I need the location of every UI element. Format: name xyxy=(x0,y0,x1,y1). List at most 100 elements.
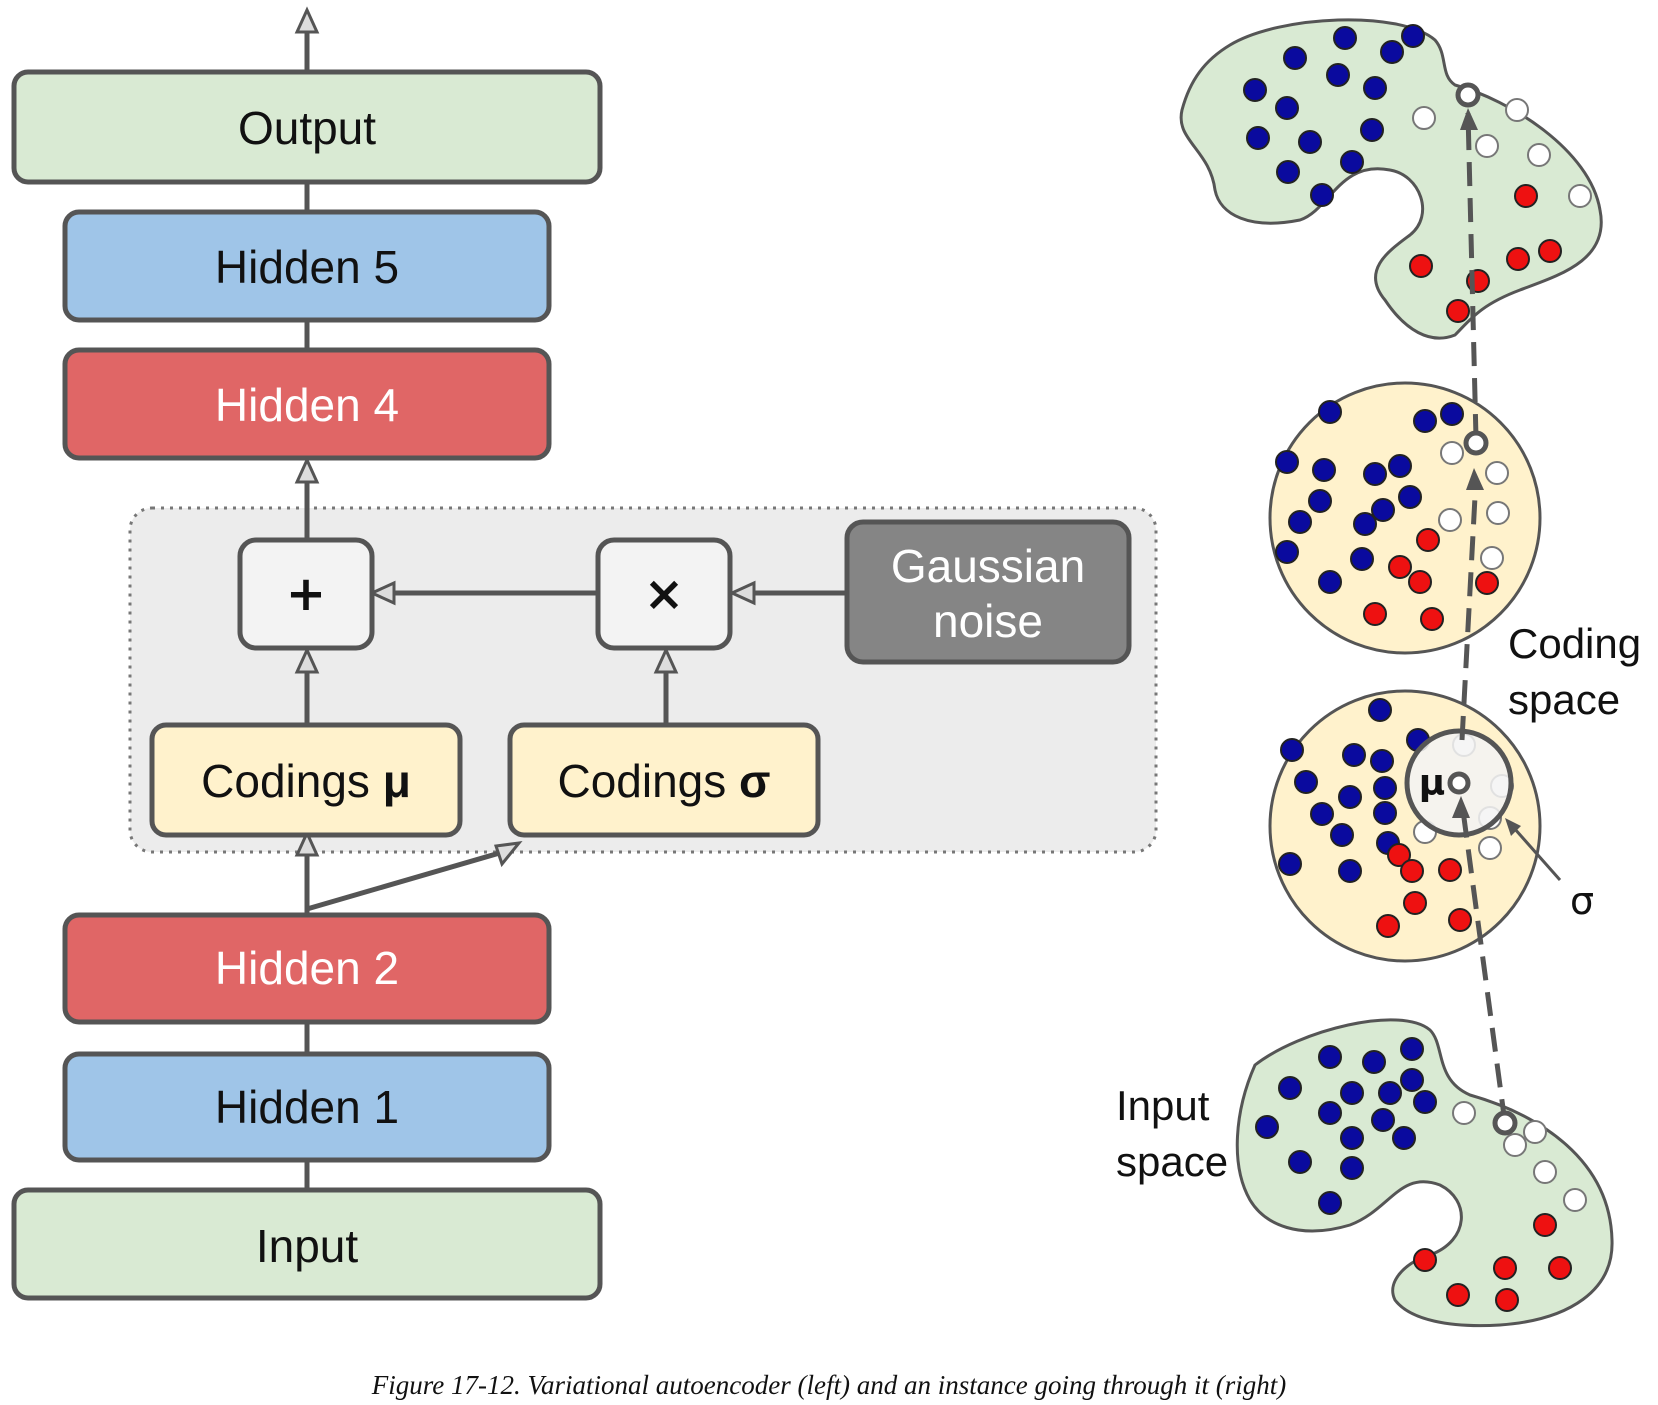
times-operation: × xyxy=(595,537,733,651)
blue-data-point xyxy=(1413,409,1437,433)
blue-data-point xyxy=(1280,738,1304,762)
red-data-point xyxy=(1538,239,1562,263)
blue-data-point xyxy=(1363,462,1387,486)
blue-data-point xyxy=(1318,1045,1342,1069)
noise-label-line2: noise xyxy=(933,595,1043,647)
red-data-point xyxy=(1446,1283,1470,1307)
white-data-point xyxy=(1533,1160,1557,1184)
red-data-point xyxy=(1416,528,1440,552)
blue-data-point xyxy=(1413,1090,1437,1114)
white-data-point xyxy=(1486,501,1510,525)
red-data-point xyxy=(1475,571,1499,595)
red-data-point xyxy=(1495,1288,1519,1312)
plus-operation: + xyxy=(237,537,375,651)
blue-data-point xyxy=(1294,770,1318,794)
blue-data-point xyxy=(1338,785,1362,809)
white-data-point xyxy=(1568,184,1592,208)
blue-data-point xyxy=(1330,823,1354,847)
input-label: Input xyxy=(256,1220,359,1272)
red-data-point xyxy=(1400,859,1424,883)
mu-label: μ xyxy=(1419,763,1446,804)
blue-data-point xyxy=(1370,749,1394,773)
plus-symbol: + xyxy=(286,566,326,622)
red-data-point xyxy=(1438,858,1462,882)
blue-data-point xyxy=(1440,402,1464,426)
red-data-point xyxy=(1533,1213,1557,1237)
hidden5-layer: Hidden 5 xyxy=(62,209,552,323)
blue-data-point xyxy=(1388,454,1412,478)
white-data-point xyxy=(1438,508,1462,532)
blue-data-point xyxy=(1278,1076,1302,1100)
codings-mu-label: Codings μ xyxy=(201,755,411,807)
hidden2-layer: Hidden 2 xyxy=(62,912,552,1025)
blue-data-point xyxy=(1288,1150,1312,1174)
red-data-point xyxy=(1548,1256,1572,1280)
blue-data-point xyxy=(1373,801,1397,825)
noise-label-line1: Gaussian xyxy=(891,540,1085,592)
red-data-point xyxy=(1376,914,1400,938)
hidden4-label: Hidden 4 xyxy=(215,379,399,431)
sigma-symbol: σ xyxy=(739,755,770,807)
input-space-label-line1: Input xyxy=(1116,1082,1210,1129)
instance-markers xyxy=(1447,82,1518,1136)
white-data-point xyxy=(1503,1133,1527,1157)
blue-data-point xyxy=(1401,24,1425,48)
output-layer: Output xyxy=(11,69,603,185)
red-data-point xyxy=(1387,843,1411,867)
blue-data-point xyxy=(1371,498,1395,522)
blue-data-point xyxy=(1363,76,1387,100)
blue-data-point xyxy=(1368,698,1392,722)
blue-data-point xyxy=(1371,1108,1395,1132)
blue-data-point xyxy=(1340,1081,1364,1105)
white-data-point xyxy=(1505,98,1529,122)
blue-data-point xyxy=(1362,1050,1386,1074)
white-data-point xyxy=(1452,1101,1476,1125)
red-data-point xyxy=(1409,254,1433,278)
red-data-point xyxy=(1403,891,1427,915)
red-data-point xyxy=(1493,1256,1517,1280)
white-data-point xyxy=(1480,546,1504,570)
blue-data-point xyxy=(1353,512,1377,536)
red-data-point xyxy=(1388,555,1412,579)
blue-data-point xyxy=(1275,96,1299,120)
blue-data-point xyxy=(1288,510,1312,534)
data-points xyxy=(1243,24,1592,1312)
white-data-point xyxy=(1478,836,1502,860)
coding-space-label-line2: space xyxy=(1508,676,1620,723)
sigma-pointer-line xyxy=(1512,827,1562,881)
network-arrowheads xyxy=(294,6,756,868)
blue-data-point xyxy=(1378,1081,1402,1105)
blue-data-point xyxy=(1298,130,1322,154)
white-data-point xyxy=(1527,143,1551,167)
blue-data-point xyxy=(1255,1115,1279,1139)
red-data-point xyxy=(1420,607,1444,631)
blue-data-point xyxy=(1342,743,1366,767)
blue-data-point xyxy=(1340,150,1364,174)
output-label: Output xyxy=(238,102,376,154)
input-space-label-line2: space xyxy=(1116,1138,1228,1185)
blue-data-point xyxy=(1275,540,1299,564)
coding-space-label-line1: Coding xyxy=(1508,620,1641,667)
blue-data-point xyxy=(1326,63,1350,87)
gaussian-noise-box: Gaussian noise xyxy=(844,519,1132,665)
blue-data-point xyxy=(1360,118,1384,142)
blue-data-point xyxy=(1392,1126,1416,1150)
red-data-point xyxy=(1413,1248,1437,1272)
white-data-point xyxy=(1440,441,1464,465)
white-data-point xyxy=(1523,1120,1547,1144)
codings-sigma-label: Codings σ xyxy=(557,755,770,807)
coding-space-circle-2 xyxy=(1268,689,1542,963)
blue-data-point xyxy=(1400,1068,1424,1092)
hidden5-label: Hidden 5 xyxy=(215,241,399,293)
white-data-point xyxy=(1563,1188,1587,1212)
blue-data-point xyxy=(1312,458,1336,482)
white-data-point xyxy=(1485,461,1509,485)
blue-data-point xyxy=(1278,852,1302,876)
codings-sigma-box: Codings σ xyxy=(507,722,821,838)
hidden4-layer: Hidden 4 xyxy=(62,347,552,461)
blue-data-point xyxy=(1275,450,1299,474)
white-data-point xyxy=(1412,106,1436,130)
output-space-blob xyxy=(1179,18,1603,340)
blue-data-point xyxy=(1243,78,1267,102)
